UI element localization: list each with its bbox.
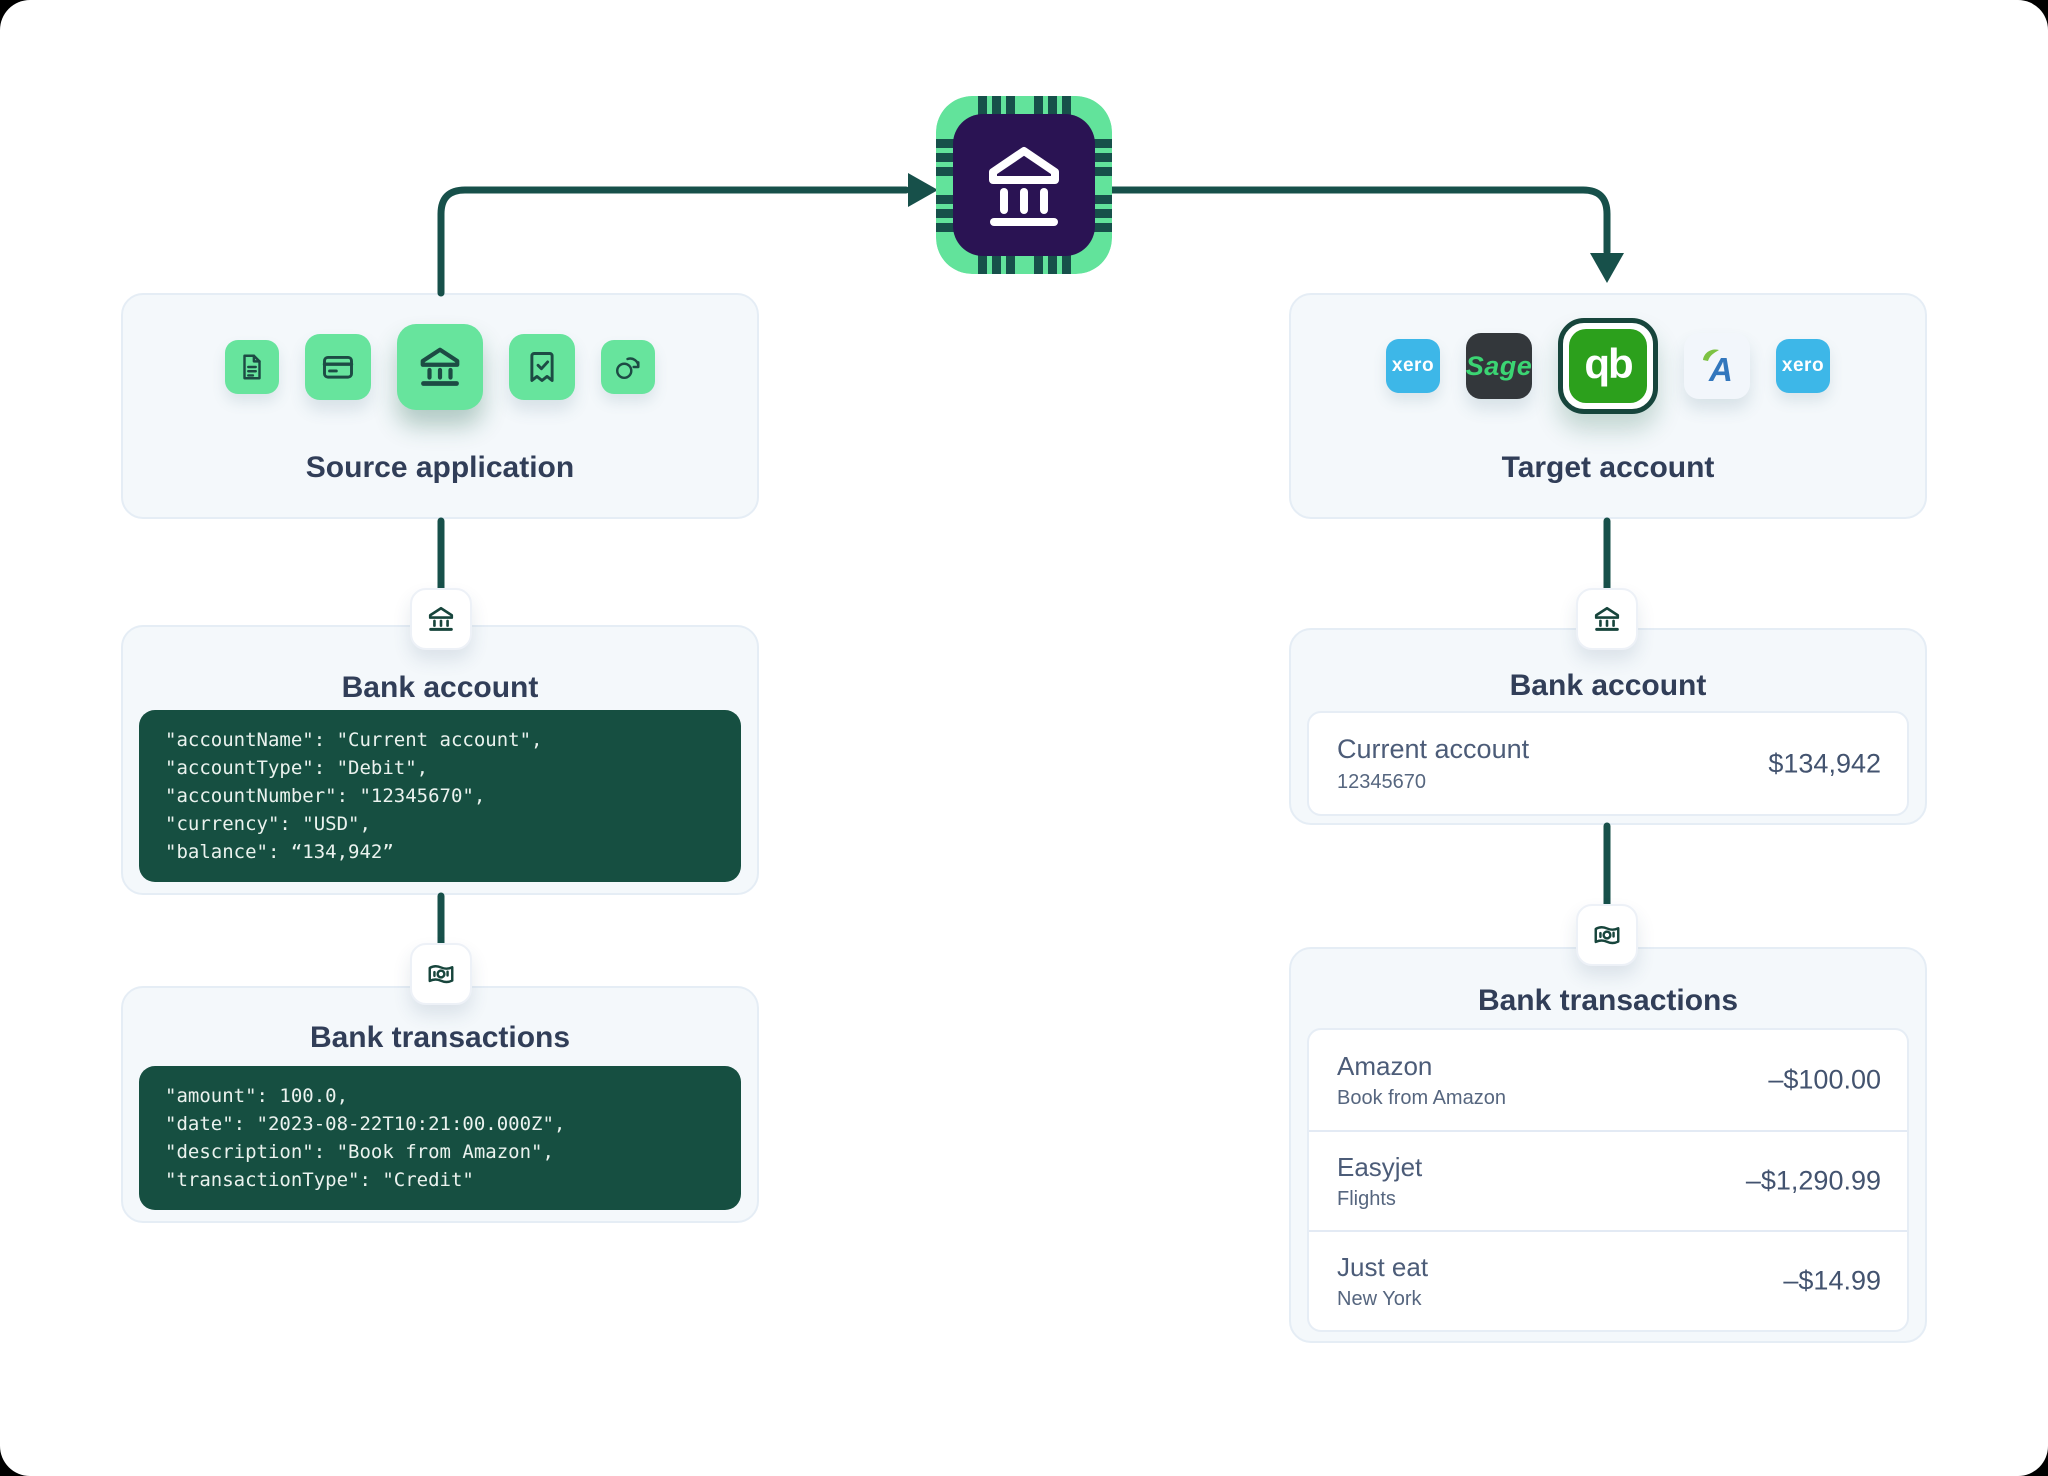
bank-icon <box>1592 604 1622 634</box>
arrowhead-down <box>1590 253 1624 283</box>
arrowhead-right <box>908 173 938 207</box>
banknote-icon <box>426 959 456 989</box>
bank-account-badge <box>1576 588 1638 650</box>
bank-transactions-badge <box>410 943 472 1005</box>
arrow-hub-to-target <box>1111 190 1607 252</box>
bank-icon <box>426 604 456 634</box>
bank-chip-icon <box>936 96 1112 274</box>
bank-account-badge <box>410 588 472 650</box>
bank-transactions-badge <box>1576 904 1638 966</box>
arrow-source-to-hub <box>441 190 906 293</box>
banknote-icon <box>1592 920 1622 950</box>
